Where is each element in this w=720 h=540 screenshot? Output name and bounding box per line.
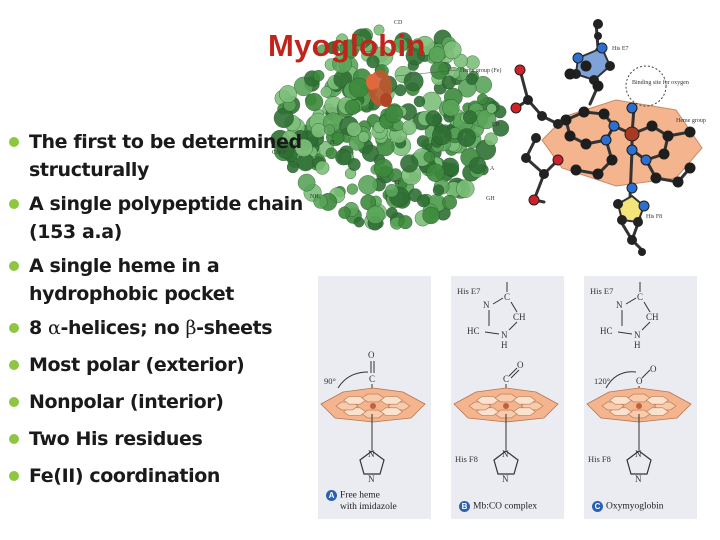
svg-text:N: N — [368, 474, 375, 484]
label-coo: COO⁻ — [272, 150, 288, 156]
label-a: A — [490, 166, 495, 172]
svg-text:His F8: His F8 — [588, 454, 611, 464]
label-his-e7: His E7 — [612, 46, 629, 52]
label-nh3: NH₃ — [310, 194, 321, 200]
svg-text:H: H — [634, 340, 641, 350]
svg-text:N: N — [635, 449, 642, 459]
label-c: C — [369, 374, 375, 384]
heme-plate — [453, 387, 559, 423]
svg-text:O: O — [517, 360, 524, 370]
svg-text:C: C — [503, 374, 509, 384]
label-ef: EF — [394, 180, 402, 186]
bullet-item: 8 α-helices; no β-sheets — [8, 314, 308, 342]
heme-plate — [320, 387, 426, 423]
svg-text:N: N — [483, 300, 490, 310]
panel-badge: A — [326, 490, 337, 502]
label-cd: CD — [394, 20, 403, 26]
label-his-f8: His F8 — [646, 214, 662, 220]
his-f8-residue — [613, 182, 650, 256]
heme-in-protein — [366, 70, 392, 107]
porphyrin-plane — [541, 99, 703, 187]
angle-label: 90° — [324, 376, 336, 386]
bullet-dot — [9, 434, 19, 444]
heme-plate — [586, 387, 692, 423]
svg-text:CH: CH — [646, 312, 659, 322]
panel-mbco-complex: His E7 C N CH HC N H C O His F8 N N — [451, 276, 564, 519]
svg-text:N: N — [502, 474, 509, 484]
panel-badge: C — [592, 501, 603, 513]
svg-text:N: N — [501, 330, 508, 340]
bullet-item: A single polypeptide chain (153 a.a) — [8, 190, 308, 246]
bullet-dot — [9, 199, 19, 209]
svg-text:120°: 120° — [594, 376, 610, 386]
label-binding-site: Binding site for oxygen — [632, 79, 689, 86]
bullet-dot — [9, 471, 19, 481]
svg-text:N: N — [634, 330, 641, 340]
his-e7-residue — [571, 19, 615, 85]
svg-text:O: O — [650, 364, 657, 374]
bullet-item: Two His residues — [8, 425, 308, 453]
svg-text:O: O — [636, 376, 643, 386]
bullet-dot — [9, 397, 19, 407]
bullet-dot — [9, 261, 19, 271]
bullet-item: A single heme in a hydrophobic pocket — [8, 252, 308, 308]
bullet-item: Most polar (exterior) — [8, 351, 308, 379]
svg-text:HC: HC — [600, 326, 613, 336]
bullet-list: The first to be determined structurally … — [8, 128, 308, 499]
label-gh: GH — [486, 196, 495, 202]
slide-title: Myoglobin — [268, 28, 426, 63]
svg-text:His E7: His E7 — [590, 286, 613, 296]
iron-atom — [624, 126, 640, 142]
bullet-item: The first to be determined structurally — [8, 128, 308, 184]
bullet-item: Nonpolar (interior) — [8, 388, 308, 416]
svg-text:N: N — [616, 300, 623, 310]
svg-text:C: C — [504, 292, 510, 302]
label-o: O — [368, 350, 375, 360]
svg-text:H: H — [501, 340, 508, 350]
svg-text:His F8: His F8 — [455, 454, 478, 464]
binding-site-marker — [625, 65, 667, 107]
bullet-dot — [9, 323, 19, 333]
label-h: H — [330, 140, 335, 146]
panel-badge: B — [459, 501, 470, 513]
heme-ball-and-stick-image: Binding site for oxygen His E7 Heme grou… — [510, 19, 706, 256]
myoglobin-space-filling-image: Heme group (Fe) CD COO⁻ NH₃ H GH EF EB A — [270, 20, 510, 231]
svg-text:His E7: His E7 — [457, 286, 480, 296]
svg-text:N: N — [502, 449, 509, 459]
svg-text:N: N — [368, 449, 375, 459]
label-heme-group: Heme group — [676, 118, 706, 124]
bullet-dot — [9, 360, 19, 370]
svg-text:N: N — [635, 474, 642, 484]
svg-text:HC: HC — [467, 326, 480, 336]
bullet-dot — [9, 137, 19, 147]
bullet-item: Fe(II) coordination — [8, 462, 308, 490]
panel-oxymyoglobin: His E7 C N CH HC N H 120° O O His F8 N N — [584, 276, 697, 519]
label-eb: EB — [492, 122, 500, 128]
svg-text:C: C — [637, 292, 643, 302]
svg-text:CH: CH — [513, 312, 526, 322]
label-heme-group-fe: Heme group (Fe) — [460, 67, 501, 74]
